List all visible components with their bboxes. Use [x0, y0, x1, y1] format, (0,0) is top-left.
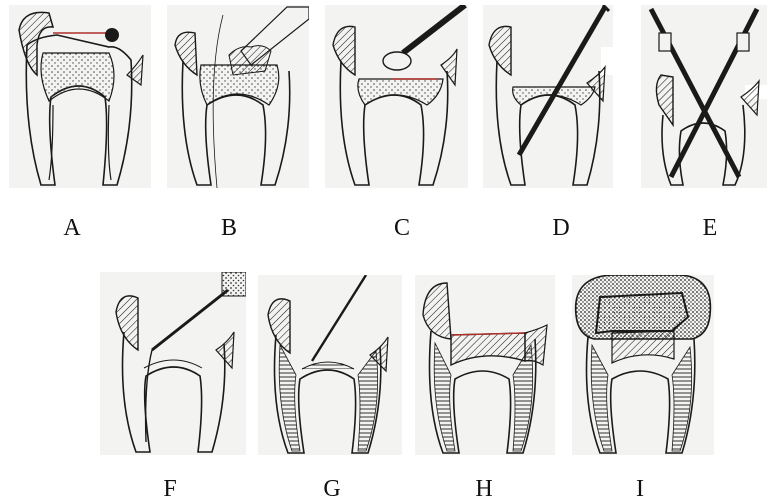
- panel-i: [572, 275, 714, 455]
- tooth-diagram-i: [572, 275, 714, 455]
- label-b: B: [209, 215, 249, 242]
- tooth-diagram-e: [641, 5, 767, 188]
- label-f: F: [150, 476, 190, 503]
- core-filling: [596, 293, 688, 333]
- panel-a: [9, 5, 151, 188]
- tooth-diagram-c: [325, 5, 468, 188]
- burr-icon: [105, 28, 119, 42]
- tooth-diagram-a: [9, 5, 151, 188]
- label-g: G: [312, 476, 352, 503]
- label-c: C: [382, 215, 422, 242]
- panel-d: [483, 5, 613, 188]
- panel-f: [100, 272, 246, 455]
- label-d: D: [541, 215, 581, 242]
- tooth-diagram-f: [100, 272, 246, 455]
- panel-g: [258, 275, 402, 455]
- tooth-diagram-d: [483, 5, 613, 188]
- panel-h: [415, 275, 555, 455]
- irrigation-needle-icon: [152, 290, 228, 350]
- panel-c: [325, 5, 468, 188]
- panel-b: [167, 5, 309, 188]
- panel-e: [641, 5, 767, 188]
- label-e: E: [690, 215, 730, 242]
- label-h: H: [464, 476, 504, 503]
- label-i: I: [620, 476, 660, 503]
- paper-point-icon: [312, 275, 366, 361]
- tooth-diagram-h: [415, 275, 555, 455]
- tooth-diagram-b: [167, 5, 309, 188]
- spoon-excavator-icon: [383, 52, 411, 70]
- base-layer: [451, 333, 525, 365]
- label-a: A: [52, 215, 92, 242]
- tooth-diagram-g: [258, 275, 402, 455]
